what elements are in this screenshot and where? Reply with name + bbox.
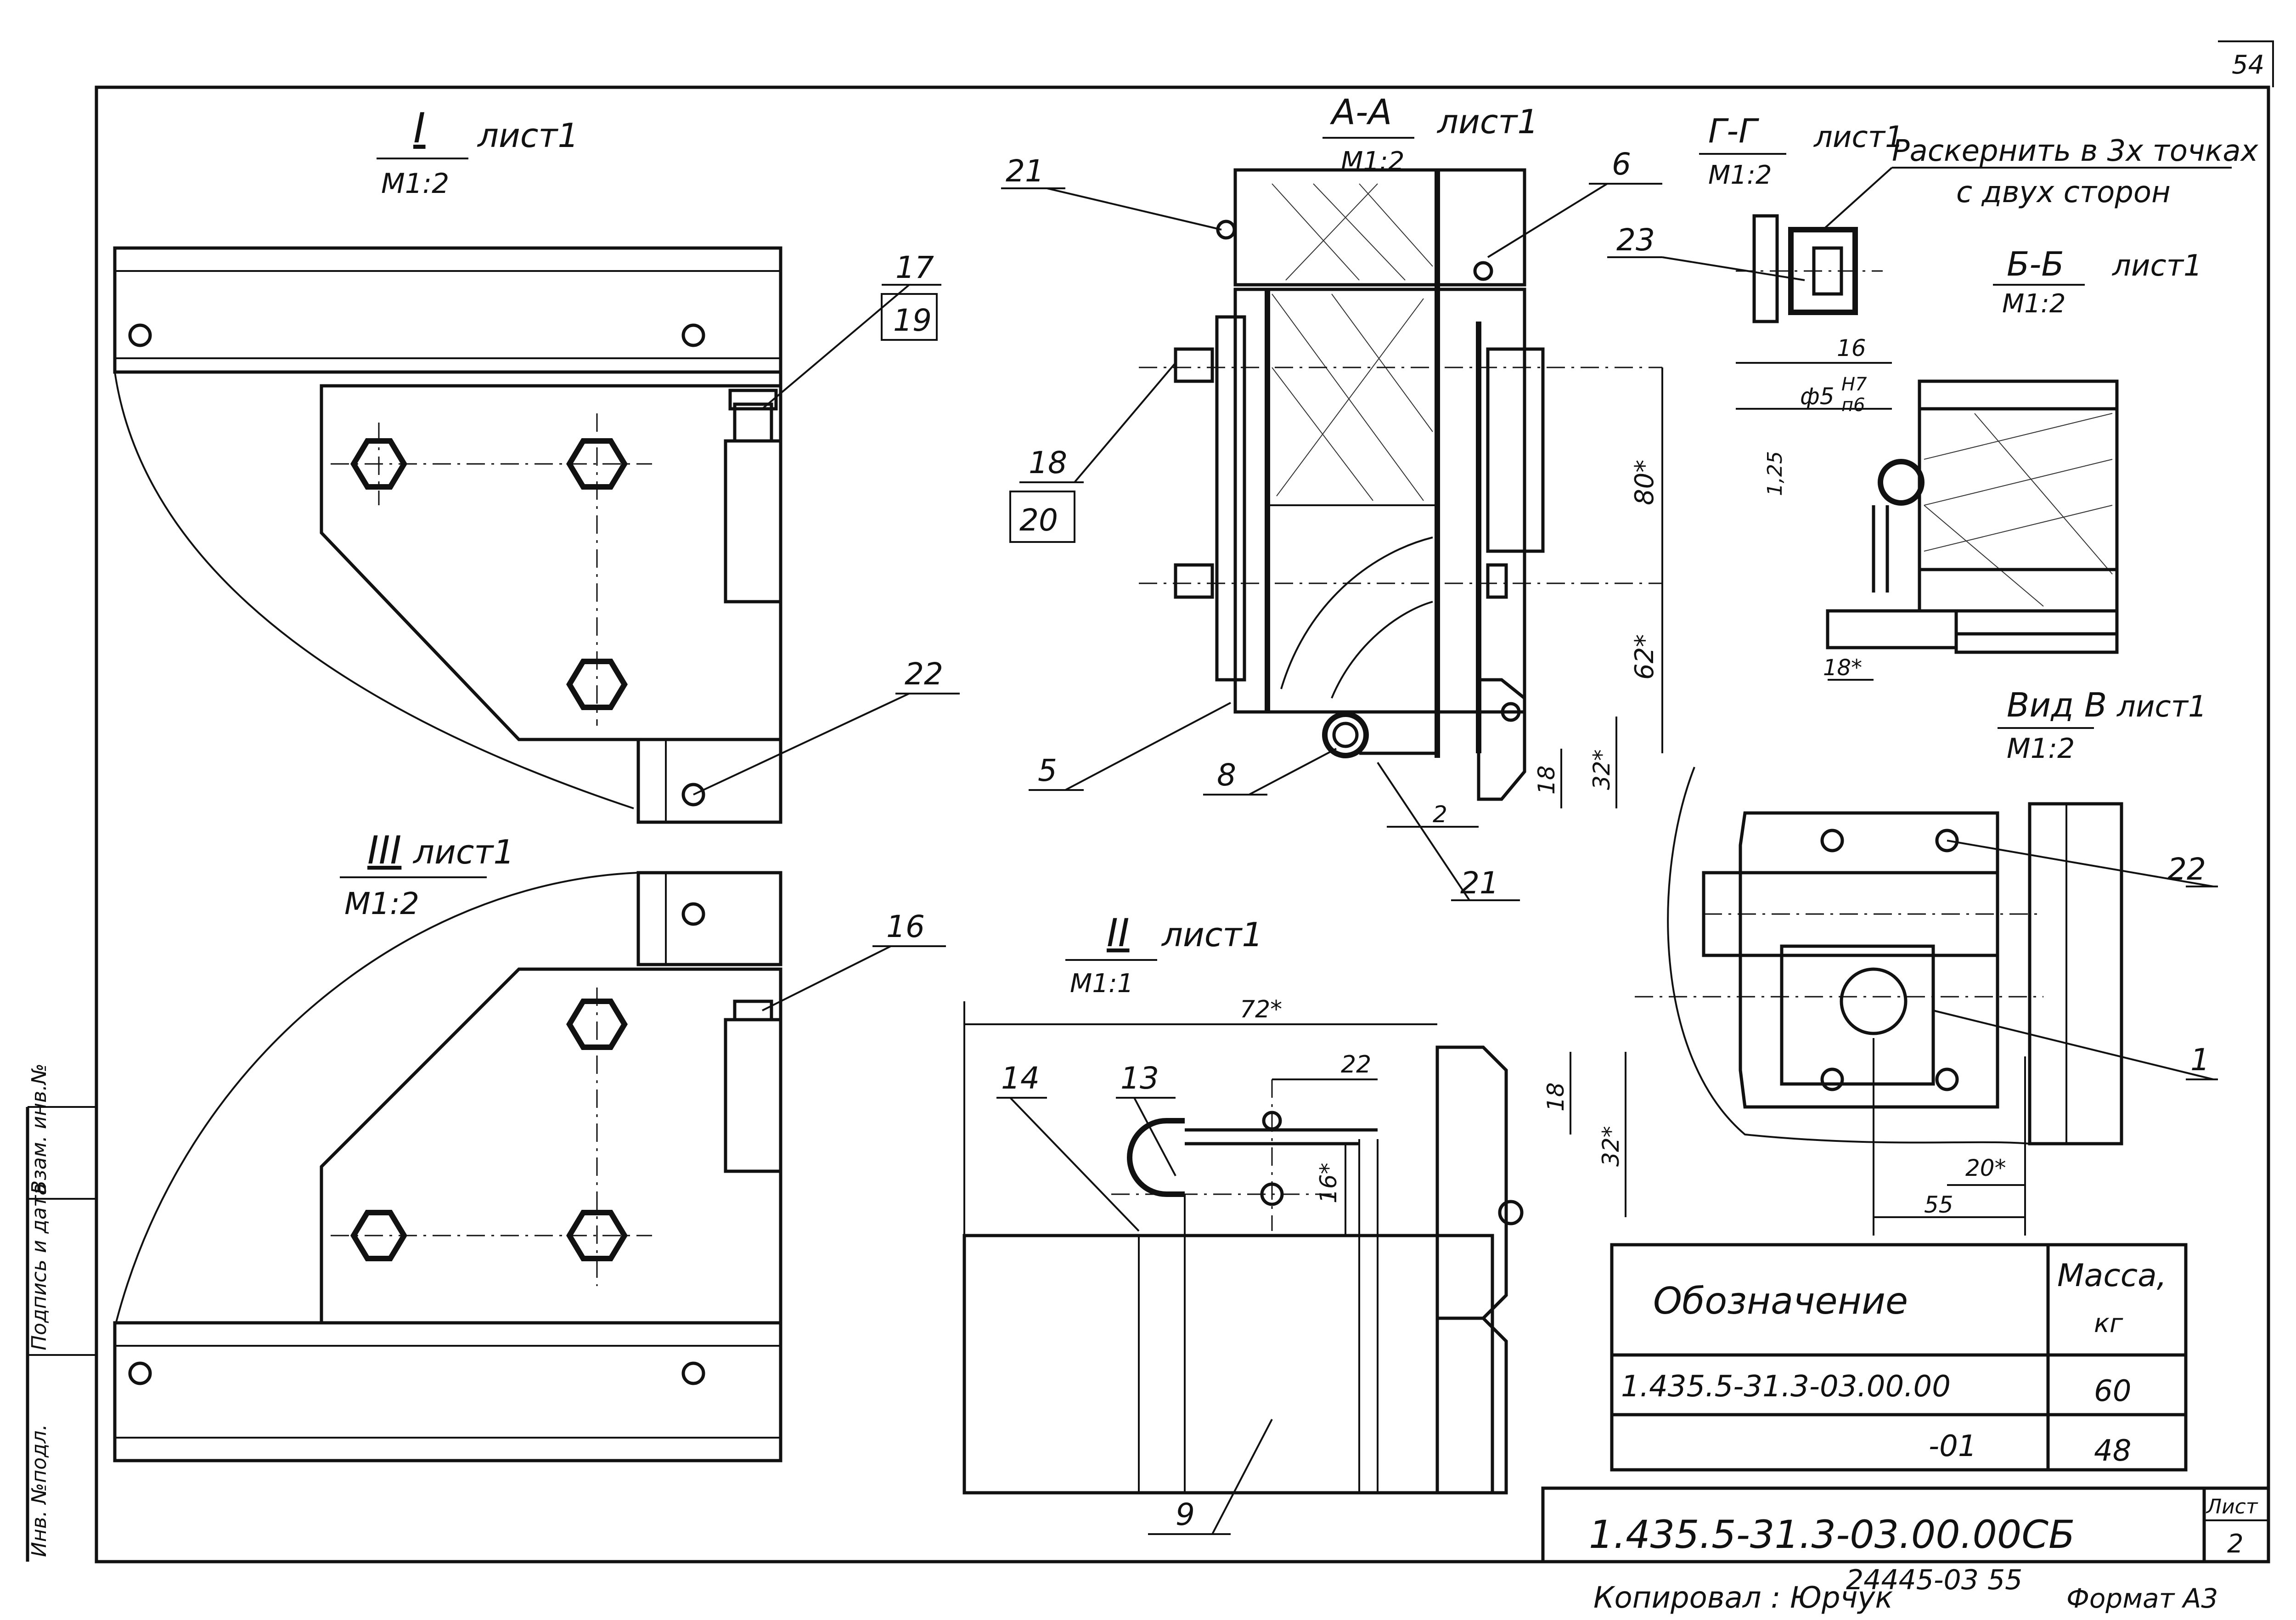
callout-22-v: 22: [2167, 852, 2206, 887]
callout-13: 13: [1120, 1061, 1159, 1096]
callout-20: 20: [1019, 502, 1058, 538]
callout-5: 5: [1038, 753, 1057, 788]
footer: Копировал : Юрчук 24445-03 55 Формат А3: [1593, 1564, 2218, 1615]
title-sheet-label: Лист: [2206, 1495, 2258, 1518]
punch-note-line1: Раскернить в 3х точках: [1892, 134, 2259, 168]
view-ii-sheet: лист1: [1161, 915, 1263, 954]
title-doc-code: 1.435.5-31.3-03.00.00СБ: [1589, 1512, 2075, 1557]
dim-aa-2: 2: [1433, 801, 1447, 828]
dim-aa-18: 18: [1533, 765, 1560, 795]
section-aa-scale: М1:2: [1341, 147, 1404, 176]
table-row-1-designation: 1.435.5-31.3-03.00.00: [1621, 1370, 1951, 1404]
callout-9: 9: [1176, 1497, 1195, 1532]
callout-6: 6: [1612, 147, 1631, 182]
view-ii-scale: М1:1: [1070, 969, 1133, 999]
sheet-number: 54: [2232, 50, 2264, 80]
table-header-mass-unit: кг: [2094, 1309, 2123, 1338]
section-aa-sheet: лист1: [1436, 102, 1538, 141]
dim-aa-62: 62*: [1630, 634, 1660, 680]
view-iii-scale: М1:2: [344, 886, 419, 921]
callout-22-i: 22: [905, 656, 943, 692]
punch-note-line2: с двух сторон: [1956, 175, 2171, 209]
dim-ii-16: 16*: [1315, 1163, 1342, 1203]
view-v-sheet: лист1: [2116, 690, 2207, 724]
callout-21-top: 21: [1006, 153, 1044, 189]
dim-ii-18: 18: [1542, 1082, 1569, 1112]
dim-ii-32: 32*: [1598, 1126, 1624, 1167]
view-v: Вид В лист1 М1:2 22 1 20* 55: [1635, 686, 2218, 1236]
view-v-mark: Вид В: [2007, 686, 2107, 724]
dim-bb-125: 1,25: [1763, 451, 1787, 496]
stamp-field-replace: Взам. инв.№: [28, 1063, 51, 1194]
section-gg-scale: М1:2: [1708, 160, 1772, 190]
table-row-2-mass: 48: [2094, 1434, 2131, 1468]
callout-23: 23: [1616, 222, 1655, 258]
table-header-designation: Обозначение: [1653, 1280, 1908, 1322]
view-v-scale: М1:2: [2007, 733, 2075, 765]
dim-aa-32: 32*: [1588, 749, 1615, 790]
table-row-2-designation: -01: [1929, 1429, 1977, 1463]
view-i-sheet: лист1: [477, 116, 579, 155]
callout-21-bottom: 21: [1460, 865, 1499, 901]
dim-gg-fit-den: п6: [1841, 395, 1865, 416]
section-gg-sheet: лист1: [1813, 120, 1904, 154]
dim-aa-80: 80*: [1630, 460, 1660, 505]
callout-17: 17: [895, 250, 934, 285]
callout-8: 8: [1217, 757, 1236, 793]
aa-hatch: [1272, 183, 1433, 501]
callout-16: 16: [886, 909, 925, 944]
bb-hatch: [1924, 413, 2113, 607]
dim-gg-fit: ф5: [1800, 383, 1835, 410]
callout-1: 1: [2190, 1042, 2210, 1078]
dim-ii-22: 22: [1341, 1051, 1371, 1078]
callout-18: 18: [1029, 445, 1067, 480]
view-i-mark: I: [413, 104, 426, 152]
dim-v-20: 20*: [1965, 1155, 2006, 1181]
section-gg-mark: Г-Г: [1708, 112, 1759, 150]
view-ii-mark: II: [1107, 910, 1130, 955]
dim-gg-16: 16: [1837, 335, 1866, 361]
callout-14: 14: [1001, 1061, 1040, 1096]
table-row-1-mass: 60: [2094, 1374, 2131, 1408]
section-gg: Г-Г лист1 М1:2 Раскернить в 3х точках с …: [1607, 112, 2259, 416]
view-iii-mark: III: [367, 828, 401, 873]
view-i-scale: М1:2: [381, 168, 449, 200]
dim-v-55: 55: [1924, 1191, 1953, 1218]
view-i: I лист1 М1:2 17 19 22: [113, 104, 960, 824]
side-stamp: Инв. №подл. Подпись и дата Взам. инв.№: [28, 1063, 51, 1557]
footer-archive-number: 24445-03 55: [1846, 1564, 2022, 1596]
sheet-frame: 54: [26, 40, 2274, 1564]
footer-copied-by: Копировал : Юрчук: [1593, 1581, 1893, 1615]
footer-format: Формат А3: [2066, 1583, 2218, 1614]
section-bb: Б-Б лист1 М1:2 1,25 18*: [1763, 245, 2202, 681]
view-ii: II лист1 М1:1 72* 22 18 32* 16* 14: [962, 910, 1626, 1535]
section-aa: А-А лист1 М1:2 80*: [1001, 91, 1663, 901]
mass-table: Обозначение Масса, кг 1.435.5-31.3-03.00…: [1610, 1243, 2188, 1472]
callout-19: 19: [893, 303, 932, 338]
dim-ii-72: 72*: [1240, 996, 1282, 1023]
section-bb-scale: М1:2: [2002, 289, 2065, 319]
section-aa-mark: А-А: [1329, 91, 1392, 132]
stamp-field-sign: Подпись и дата: [28, 1183, 51, 1350]
dim-gg-fit-num: Н7: [1841, 374, 1867, 395]
stamp-field-inv: Инв. №подл.: [28, 1424, 51, 1557]
table-header-mass: Масса,: [2057, 1258, 2167, 1294]
view-iii-sheet: лист1: [412, 833, 514, 871]
dim-bb-18: 18*: [1823, 655, 1862, 681]
title-block: 1.435.5-31.3-03.00.00СБ Лист 2: [1541, 1486, 2270, 1564]
view-iii: III лист1 М1:2 16: [113, 828, 946, 1462]
title-sheet-value: 2: [2227, 1529, 2244, 1559]
section-bb-mark: Б-Б: [2007, 245, 2064, 283]
section-bb-sheet: лист1: [2111, 249, 2202, 283]
